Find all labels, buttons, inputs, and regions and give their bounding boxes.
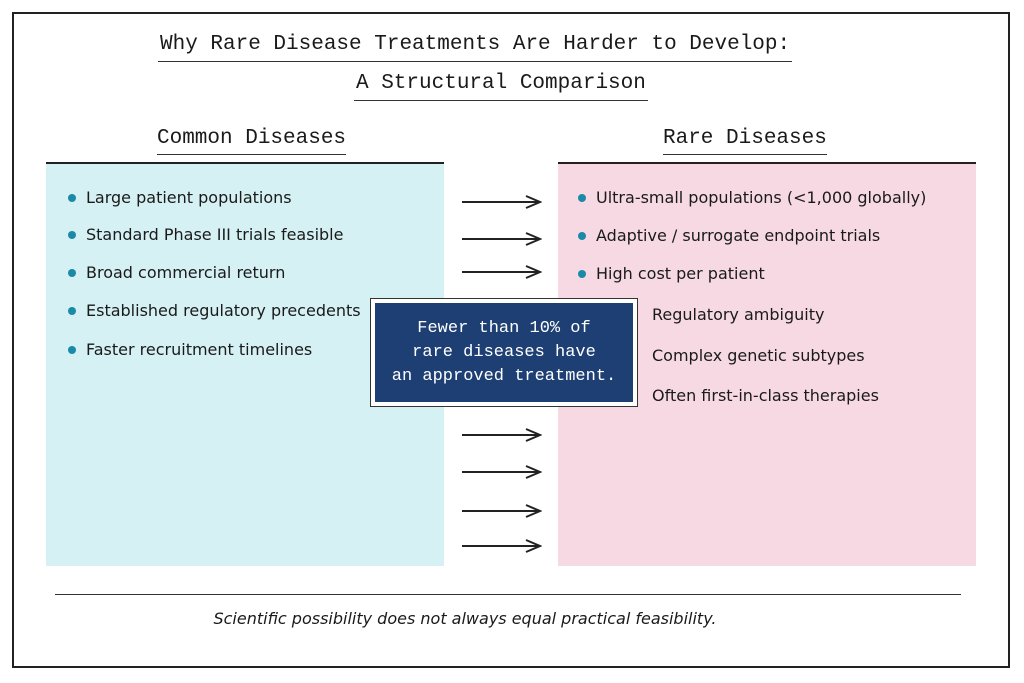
bullet-icon — [68, 230, 76, 239]
arrow-right-icon — [462, 504, 542, 518]
callout-box: Fewer than 10% of rare diseases have an … — [370, 298, 638, 407]
callout-text: Fewer than 10% of rare diseases have an … — [375, 303, 633, 402]
arrow-right-icon — [462, 428, 542, 442]
arrow-right-icon — [462, 539, 542, 553]
item-text: Faster recruitment timelines — [86, 340, 313, 359]
common-diseases-heading: Common Diseases — [157, 127, 347, 155]
bullet-icon — [68, 193, 76, 202]
list-item: High cost per patient — [578, 264, 765, 283]
bullet-icon — [578, 269, 586, 278]
bullet-icon — [68, 268, 76, 277]
rare-diseases-heading: Rare Diseases — [663, 127, 827, 155]
list-item: Ultra-small populations (<1,000 globally… — [578, 188, 926, 207]
bullet-icon — [578, 193, 586, 202]
bullet-icon — [578, 231, 586, 240]
arrow-right-icon — [462, 265, 542, 279]
list-item: Complex genetic subtypes — [652, 346, 865, 365]
list-item: Standard Phase III trials feasible — [68, 225, 343, 244]
arrow-right-icon — [462, 232, 542, 246]
item-text: Large patient populations — [86, 188, 292, 207]
list-item: Often first-in-class therapies — [652, 386, 879, 405]
caption: Scientific possibility does not always e… — [213, 609, 717, 628]
list-item: Faster recruitment timelines — [68, 340, 312, 359]
item-text: Ultra-small populations (<1,000 globally… — [596, 188, 927, 207]
list-item: Established regulatory precedents — [68, 301, 361, 320]
rare-diseases-panel: Ultra-small populations (<1,000 globally… — [558, 162, 976, 566]
bullet-icon — [68, 306, 76, 315]
diagram-title: Why Rare Disease Treatments Are Harder t… — [158, 33, 793, 62]
diagram-subtitle: A Structural Comparison — [354, 72, 648, 101]
arrow-right-icon — [462, 465, 542, 479]
item-text: Broad commercial return — [86, 263, 286, 282]
list-item: Broad commercial return — [68, 263, 285, 282]
item-text: Established regulatory precedents — [86, 301, 361, 320]
divider — [55, 594, 961, 595]
list-item: Adaptive / surrogate endpoint trials — [578, 226, 880, 245]
bullet-icon — [68, 345, 76, 354]
item-text: Standard Phase III trials feasible — [86, 225, 344, 244]
arrow-right-icon — [462, 195, 542, 209]
list-item: Large patient populations — [68, 188, 292, 207]
list-item: Regulatory ambiguity — [652, 305, 825, 324]
item-text: High cost per patient — [596, 264, 765, 283]
item-text: Adaptive / surrogate endpoint trials — [596, 226, 881, 245]
diagram-frame — [12, 12, 1010, 668]
